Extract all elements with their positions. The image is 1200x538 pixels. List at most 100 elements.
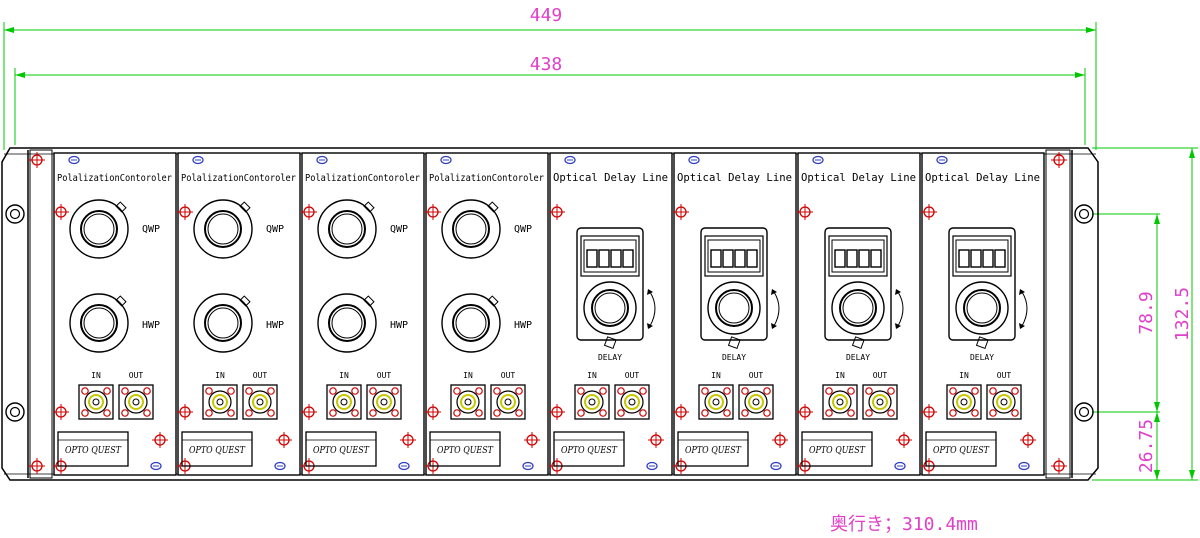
hwp-wheel-knob-inner	[207, 307, 239, 339]
screw-lower	[549, 404, 565, 420]
out-port-ferrule	[132, 398, 140, 406]
hwp-wheel-lock-tab	[487, 295, 499, 307]
knob-screw-top	[564, 155, 576, 165]
qwp-label: QWP	[142, 224, 160, 235]
in-port-ferrule	[92, 398, 100, 406]
knob-screw-bottom-head	[274, 461, 286, 471]
delay-wheel-knob	[963, 289, 1001, 327]
brand-plate	[801, 431, 873, 467]
brand-label: OPTO QUEST	[685, 446, 742, 456]
counter-frame	[707, 239, 761, 273]
out-port-sleeve	[500, 394, 516, 410]
mount-hole-left-bottom	[5, 402, 25, 422]
in-port-bolt	[847, 387, 855, 395]
qwp-label: QWP	[390, 224, 408, 235]
delay-label: DELAY	[722, 353, 746, 362]
brand-plate	[429, 431, 501, 467]
in-port-bolt	[599, 409, 607, 417]
out-port-bolt	[493, 387, 501, 395]
hwp-wheel-bezel	[69, 293, 129, 353]
counter-window	[828, 235, 888, 277]
in-label: IN	[587, 371, 597, 380]
out-port-bolt	[639, 409, 647, 417]
in-port-sleeve	[212, 394, 228, 410]
out-port-sleeve	[872, 394, 888, 410]
out-port-ferrule	[628, 398, 636, 406]
out-label: OUT	[253, 371, 268, 380]
knob-screw-bottom	[646, 461, 658, 471]
brand-plate	[677, 431, 749, 467]
qwp-wheel	[69, 199, 129, 259]
hwp-wheel-bezel	[317, 293, 377, 353]
knob-screw-bottom-head	[770, 461, 782, 471]
knob-screw-top-head	[812, 155, 824, 165]
screw-bottom-right	[772, 432, 788, 448]
delay-unit	[948, 227, 1028, 350]
mount-hole-right-bottom	[1074, 402, 1094, 422]
rotate-arrow-head-down-icon	[895, 323, 901, 329]
out-port-flange	[490, 384, 526, 420]
in-port	[946, 384, 982, 420]
counter-digit	[722, 249, 734, 268]
module-title: PolalizationContoroler	[57, 173, 172, 184]
out-port-bolt	[763, 409, 771, 417]
in-port-bolt	[723, 387, 731, 395]
in-port	[450, 384, 486, 420]
in-port-outer-ring	[84, 390, 108, 414]
counter-window	[580, 235, 640, 277]
in-port-outer-ring	[208, 390, 232, 414]
counter-digit	[734, 249, 746, 268]
brand-label: OPTO QUEST	[809, 446, 866, 456]
in-port-bolt	[205, 387, 213, 395]
knob-screw-bottom-head	[150, 461, 162, 471]
delay-housing	[948, 227, 1016, 341]
in-label: IN	[91, 371, 101, 380]
hwp-wheel-lock-tab	[115, 295, 127, 307]
dimension-lines	[3, 22, 1198, 481]
brand-plate	[553, 431, 625, 467]
in-port-bolt	[81, 409, 89, 417]
qwp-wheel-lock-tab-body	[239, 201, 251, 213]
knob-screw-top	[936, 155, 948, 165]
out-port-bolt	[391, 387, 399, 395]
in-port-bolt	[723, 409, 731, 417]
in-label: IN	[215, 371, 225, 380]
hwp-wheel-bezel	[193, 293, 253, 353]
out-port-bolt	[617, 409, 625, 417]
delay-wheel-bezel	[831, 281, 885, 335]
knob-screw-bottom-head	[522, 461, 534, 471]
dimension-arrows	[4, 27, 1195, 480]
module-title: Optical Delay Line	[677, 172, 792, 184]
dim-hole-spacing: 78.9	[1136, 291, 1157, 334]
out-label: OUT	[997, 371, 1012, 380]
end-screw-left-bottom	[29, 458, 45, 474]
rotate-arrow-icon	[1021, 291, 1028, 327]
delay-wheel-knob	[591, 289, 629, 327]
out-port-flange	[366, 384, 402, 420]
out-port-bolt	[1011, 409, 1019, 417]
in-port-bolt	[701, 409, 709, 417]
qwp-wheel-knob	[328, 210, 366, 248]
in-port-sleeve	[956, 394, 972, 410]
in-port-sleeve	[584, 394, 600, 410]
hwp-wheel-knob	[80, 304, 118, 342]
screw-upper	[425, 204, 441, 220]
in-port-flange	[78, 384, 114, 420]
in-port-bolt	[329, 409, 337, 417]
hwp-wheel-lock-tab-body	[239, 295, 251, 307]
counter-digit	[846, 249, 858, 268]
counter-digit	[710, 249, 722, 268]
in-port-bolt	[227, 387, 235, 395]
screw-upper	[921, 204, 937, 220]
out-port-sleeve	[748, 394, 764, 410]
screw-bottom-right	[648, 432, 664, 448]
out-port-bolt	[369, 409, 377, 417]
module-faceplate	[549, 152, 673, 476]
brand-label: OPTO QUEST	[313, 446, 370, 456]
screw-bottom-right	[400, 432, 416, 448]
delay-housing	[576, 227, 644, 341]
module-faceplate	[921, 152, 1045, 476]
brand-plate	[181, 431, 253, 467]
